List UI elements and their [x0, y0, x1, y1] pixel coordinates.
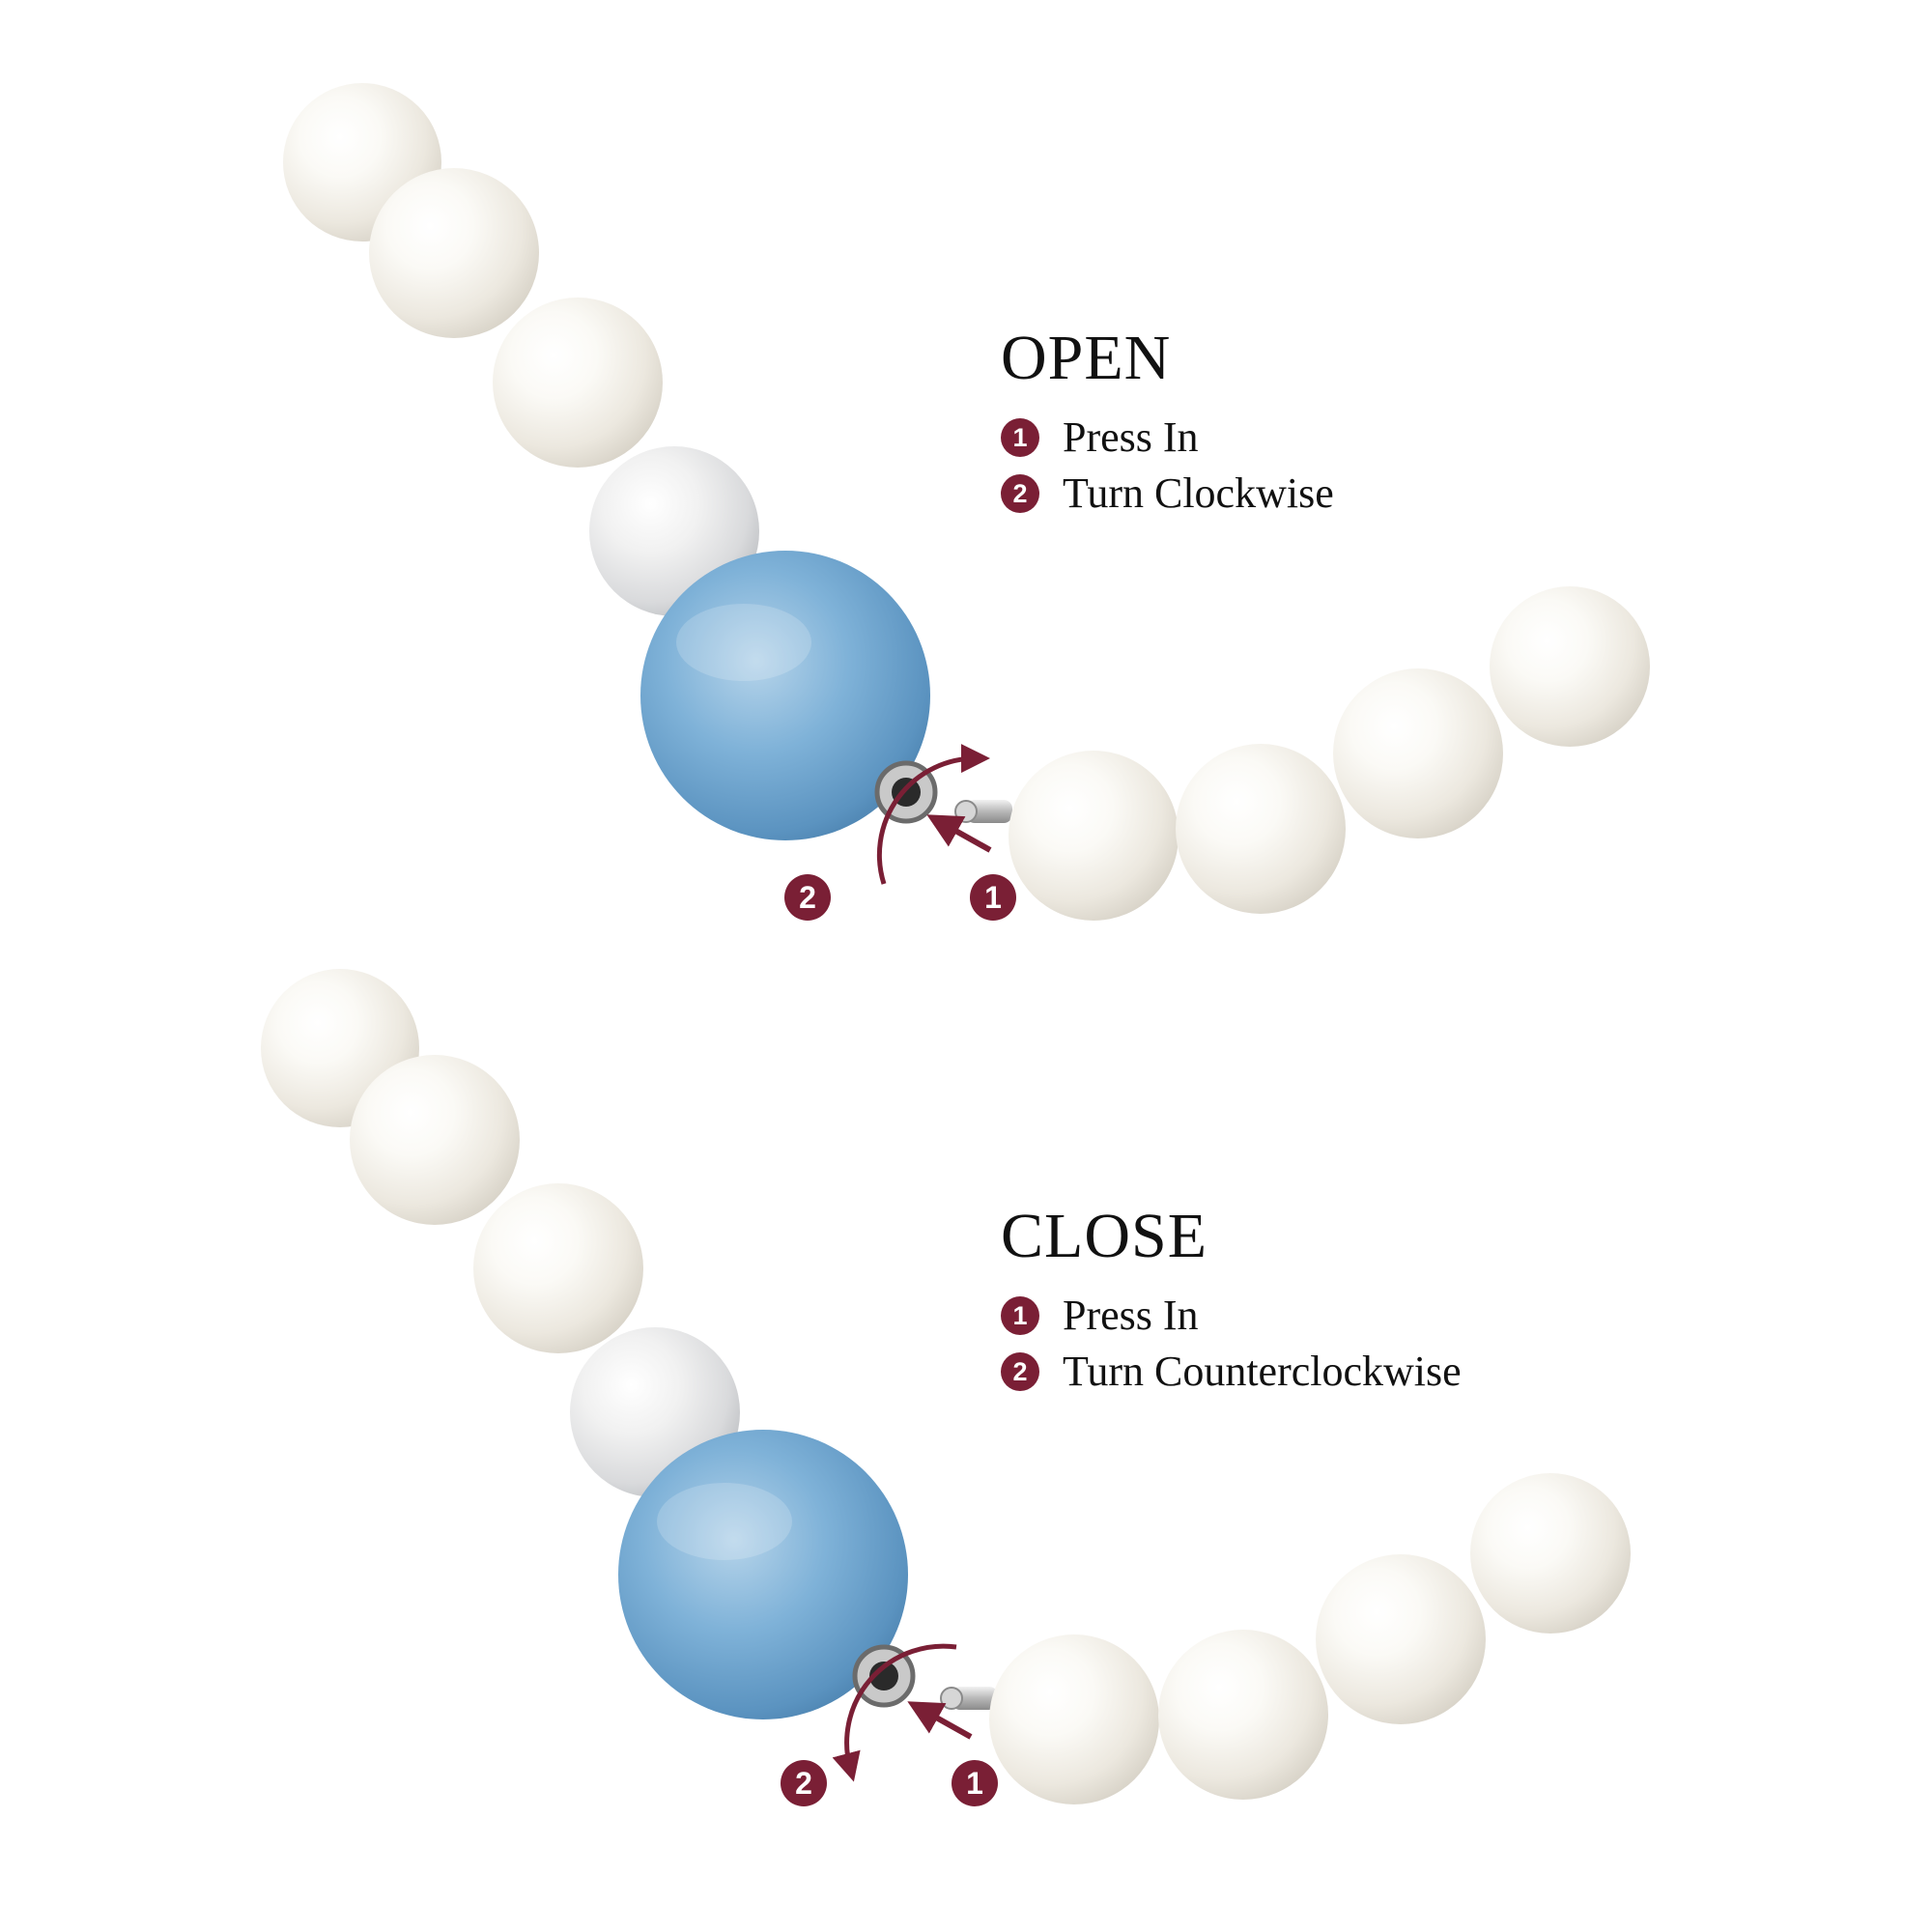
pearl: [350, 1055, 520, 1225]
pearl: [1333, 668, 1503, 838]
open-heading: OPEN: [1001, 323, 1172, 393]
step-number-badge: 1: [1001, 418, 1039, 457]
open-press-callout: 1: [970, 874, 1016, 921]
close-panel-illustration: [261, 969, 1631, 1804]
open-left-strand: [283, 83, 759, 616]
close-press-callout: 1: [952, 1760, 998, 1806]
close-blue-bead: [618, 1430, 916, 1719]
step-number-badge: 2: [1001, 474, 1039, 513]
step-text: Press In: [1063, 413, 1199, 461]
step-number-badge: 2: [1001, 1352, 1039, 1391]
open-press-arrow: [926, 814, 992, 853]
open-instructions: OPEN 1 Press In 2 Turn Clockwise: [1001, 327, 1334, 522]
pearl: [1176, 744, 1346, 914]
pearl: [1316, 1554, 1486, 1724]
pearl: [1470, 1473, 1631, 1634]
close-step-2: 2 Turn Counterclockwise: [1001, 1344, 1462, 1400]
open-panel-illustration: [283, 83, 1650, 921]
close-clasp-pin: [940, 1687, 998, 1710]
close-step-1: 1 Press In: [1001, 1288, 1462, 1344]
pearl: [1490, 586, 1650, 747]
close-left-strand: [261, 969, 740, 1497]
close-turn-arrow: [832, 1643, 957, 1782]
pearl: [989, 1634, 1159, 1804]
open-right-strand: [1009, 586, 1650, 921]
open-turn-callout: 2: [784, 874, 831, 921]
pearl: [493, 298, 663, 468]
pearl: [1158, 1630, 1328, 1800]
open-turn-arrow: [876, 744, 990, 885]
open-step-2: 2 Turn Clockwise: [1001, 466, 1334, 522]
open-blue-bead: [640, 551, 938, 840]
close-turn-callout: 2: [781, 1760, 827, 1806]
pearl: [1009, 751, 1179, 921]
close-heading: CLOSE: [1001, 1201, 1208, 1271]
step-number-badge: 1: [1001, 1296, 1039, 1335]
pearl: [473, 1183, 643, 1353]
close-right-strand: [989, 1473, 1631, 1804]
open-step-1: 1 Press In: [1001, 410, 1334, 466]
step-text: Press In: [1063, 1292, 1199, 1339]
close-instructions: CLOSE 1 Press In 2 Turn Counterclockwise: [1001, 1205, 1462, 1400]
step-text: Turn Clockwise: [1063, 469, 1334, 517]
close-press-arrow: [907, 1701, 973, 1740]
open-clasp-pin: [954, 800, 1012, 823]
step-text: Turn Counterclockwise: [1063, 1348, 1462, 1395]
pearl: [369, 168, 539, 338]
